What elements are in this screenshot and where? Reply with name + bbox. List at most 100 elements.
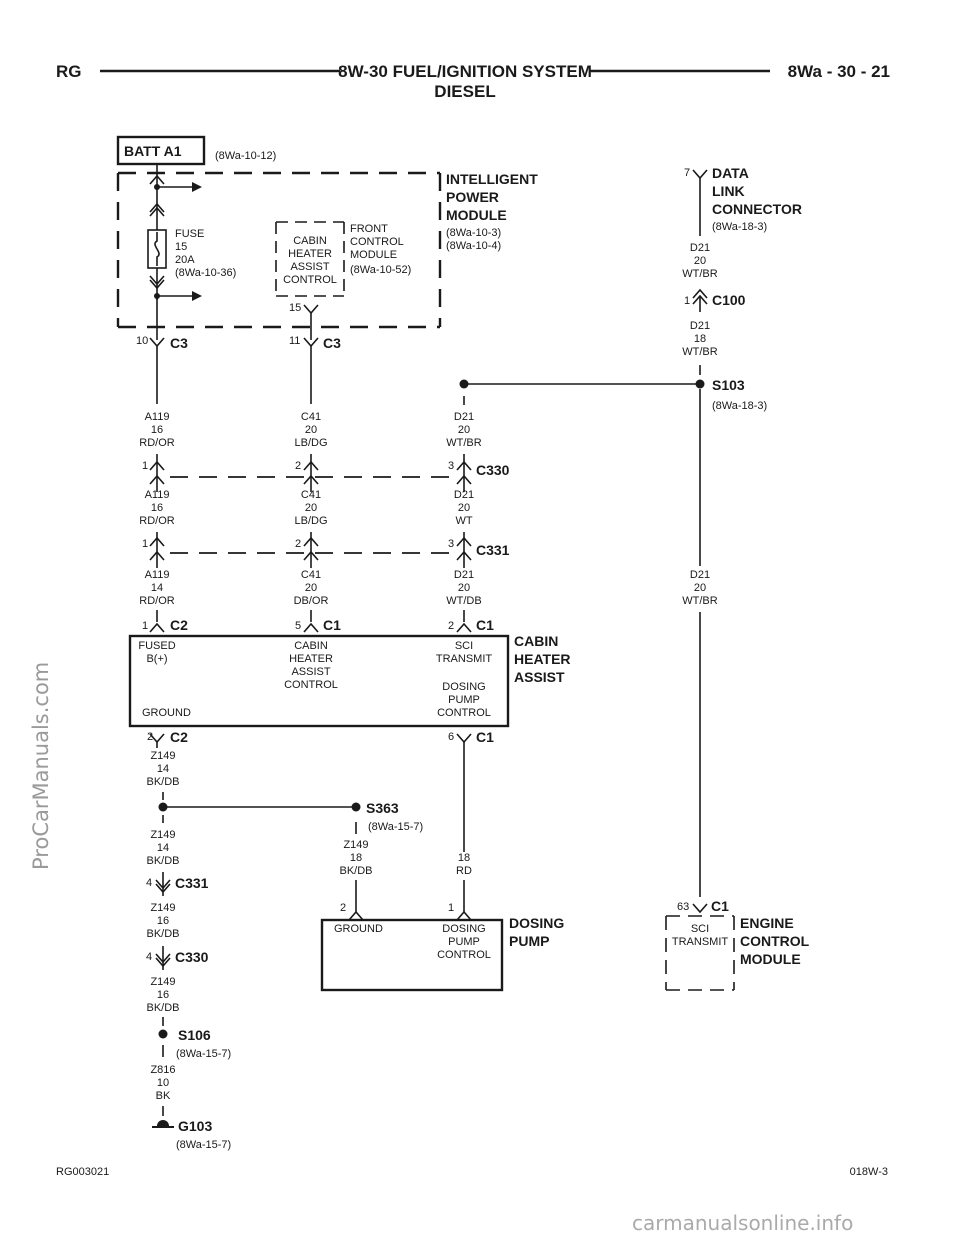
chac-label-4: CONTROL	[283, 274, 337, 286]
wire-label-rd18: 18 RD	[456, 852, 472, 877]
wire-label-c41-mid: C41 20 LB/DG	[294, 489, 327, 527]
chac-label-3: ASSIST	[290, 261, 329, 273]
fuse-rating: 20A	[175, 254, 195, 266]
svg-text:Z816: Z816	[150, 1064, 175, 1076]
svg-text:D21: D21	[454, 569, 474, 581]
svg-text:1: 1	[142, 538, 148, 550]
s106-ref: (8Wa-15-7)	[176, 1048, 231, 1060]
ipm-ref-1: (8Wa-10-3)	[446, 227, 501, 239]
svg-text:RD/OR: RD/OR	[139, 595, 175, 607]
svg-text:4: 4	[146, 877, 152, 889]
svg-text:DB/OR: DB/OR	[294, 595, 329, 607]
svg-text:18: 18	[458, 852, 470, 864]
engine-control-module: 63 C1 SCI TRANSMIT ENGINE CONTROL MODULE	[665, 898, 810, 991]
svg-text:A119: A119	[145, 569, 170, 581]
svg-text:D21: D21	[690, 320, 710, 332]
s106-label: S106	[178, 1027, 211, 1043]
cha-c1-pin5: 5 C1	[295, 617, 341, 633]
s103-splice: S103 (8Wa-18-3)	[459, 377, 767, 412]
svg-text:TRANSMIT: TRANSMIT	[672, 936, 729, 948]
svg-text:20: 20	[694, 255, 706, 267]
fcm-ref: (8Wa-10-52)	[350, 264, 411, 276]
svg-text:3: 3	[448, 538, 454, 550]
bottom-watermark: carmanualsonline.info	[632, 1211, 853, 1235]
g103-ground: G103 (8Wa-15-7)	[152, 1118, 231, 1151]
svg-text:BK/DB: BK/DB	[339, 865, 372, 877]
cha-title-2: HEATER	[514, 651, 571, 667]
dosing-pump: 2 1 GROUND DOSING PUMP CONTROL DOSING PU…	[320, 880, 564, 992]
svg-text:DOSING: DOSING	[442, 923, 485, 935]
svg-text:5: 5	[295, 620, 301, 632]
c3-pin-11: 11	[289, 335, 300, 347]
wire-label-d21-bot: D21 20 WT/DB	[446, 569, 481, 607]
ecm-title-2: CONTROL	[740, 933, 810, 949]
svg-text:2: 2	[147, 731, 153, 743]
c100-label: C100	[712, 292, 746, 308]
data-link-connector: 7 DATA LINK CONNECTOR (8Wa-18-3)	[684, 165, 802, 236]
c100-connector: 1 C100	[684, 288, 746, 312]
svg-text:WT: WT	[455, 515, 472, 527]
cha-c2-ground-connector: 2 C2	[147, 729, 188, 748]
wire-label-d21-right: D21 20 WT/BR	[682, 569, 717, 607]
svg-text:DOSING: DOSING	[442, 681, 485, 693]
svg-text:C41: C41	[301, 489, 321, 501]
svg-text:C41: C41	[301, 569, 321, 581]
chac-label-1: CABIN	[293, 235, 327, 247]
svg-text:SCI: SCI	[691, 923, 709, 935]
svg-text:Z149: Z149	[343, 839, 368, 851]
svg-text:D21: D21	[690, 569, 710, 581]
svg-text:FUSED: FUSED	[138, 640, 175, 652]
svg-text:WT/BR: WT/BR	[446, 437, 481, 449]
wire-label-d21-top: D21 20 WT/BR	[446, 411, 481, 449]
pump-title-1: DOSING	[509, 915, 564, 931]
c3-pin-10: 10	[136, 335, 148, 347]
svg-text:SCI: SCI	[455, 640, 473, 652]
svg-text:1: 1	[142, 620, 148, 632]
fuse-label: FUSE	[175, 228, 204, 240]
page-header: RG 8W-30 FUEL/IGNITION SYSTEM DIESEL 8Wa…	[56, 62, 890, 101]
wire-label-a119-mid: A119 16 RD/OR	[139, 489, 175, 527]
svg-text:20: 20	[305, 424, 317, 436]
svg-text:14: 14	[151, 582, 163, 594]
wire-label-z149-a: Z149 14 BK/DB	[146, 750, 179, 788]
ecm-title-3: MODULE	[740, 951, 801, 967]
wire-label-c41-bot: C41 20 DB/OR	[294, 569, 329, 607]
pump-title-2: PUMP	[509, 933, 549, 949]
dlc-title-3: CONNECTOR	[712, 201, 802, 217]
cha-title-1: CABIN	[514, 633, 558, 649]
header-title: 8W-30 FUEL/IGNITION SYSTEM	[338, 62, 592, 81]
svg-text:D21: D21	[454, 411, 474, 423]
ipm-ref-2: (8Wa-10-4)	[446, 240, 501, 252]
s103-label: S103	[712, 377, 745, 393]
s363-ref: (8Wa-15-7)	[368, 821, 423, 833]
c3-label-right: C3	[323, 335, 341, 351]
cha-c1-label-b: C1	[476, 617, 494, 633]
svg-text:TRANSMIT: TRANSMIT	[436, 653, 493, 665]
svg-text:BK: BK	[156, 1090, 171, 1102]
svg-text:WT/DB: WT/DB	[446, 595, 481, 607]
svg-text:14: 14	[157, 842, 169, 854]
svg-text:16: 16	[151, 502, 163, 514]
svg-text:Z149: Z149	[150, 902, 175, 914]
cha-c2-ground-label: C2	[170, 729, 188, 745]
batt-label: BATT A1	[124, 143, 182, 159]
fcm-label-1: FRONT	[350, 223, 388, 235]
cha-c1-label-a: C1	[323, 617, 341, 633]
svg-text:4: 4	[146, 951, 152, 963]
dlc-wire-label: D21 20 WT/BR	[682, 242, 717, 280]
cha-c1-label-c: C1	[476, 729, 494, 745]
wire-label-z816: Z816 10 BK	[150, 1064, 175, 1102]
svg-text:2: 2	[448, 620, 454, 632]
svg-text:A119: A119	[145, 411, 170, 423]
svg-text:B(+): B(+)	[146, 653, 167, 665]
ecm-title-1: ENGINE	[740, 915, 794, 931]
svg-text:16: 16	[157, 915, 169, 927]
svg-text:CABIN: CABIN	[294, 640, 328, 652]
ipm-title-2: POWER	[446, 189, 499, 205]
svg-text:CONTROL: CONTROL	[437, 949, 491, 961]
svg-text:RD/OR: RD/OR	[139, 515, 175, 527]
svg-text:RD: RD	[456, 865, 472, 877]
svg-text:18: 18	[694, 333, 706, 345]
svg-text:6: 6	[448, 731, 454, 743]
svg-text:RD/OR: RD/OR	[139, 437, 175, 449]
